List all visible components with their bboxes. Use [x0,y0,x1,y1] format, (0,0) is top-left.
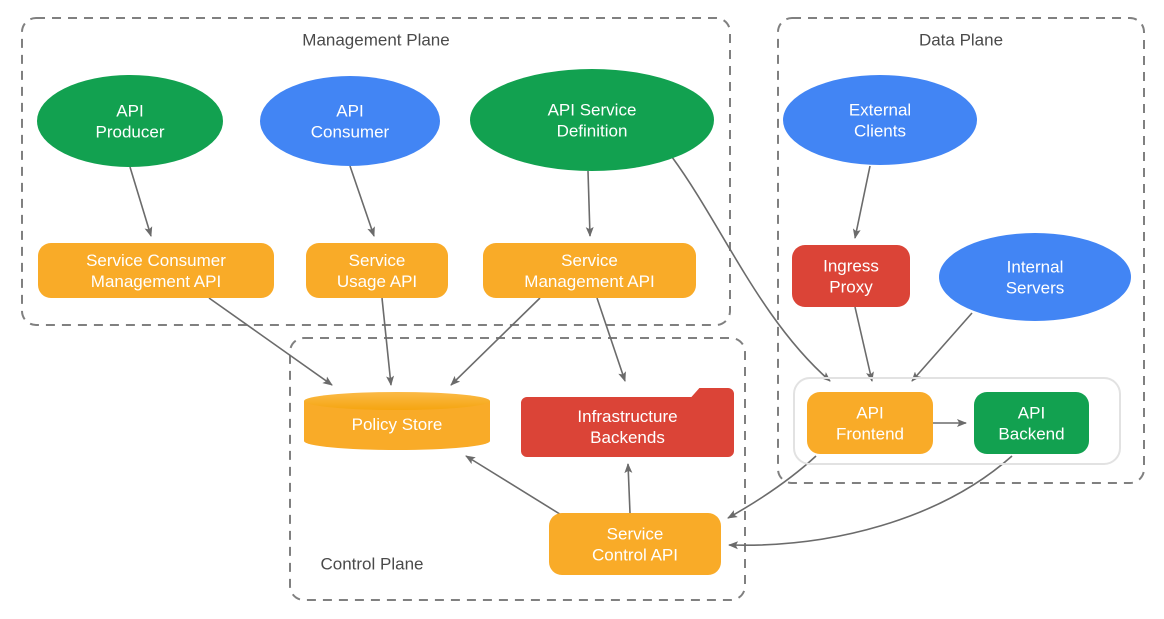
planes-layer [21,17,1145,601]
edge-external-clients-to-ingress-proxy [852,165,871,239]
external-clients-shape[interactable] [783,75,977,165]
api-producer-shape[interactable] [37,75,223,167]
edge-mgmt-api-to-policy-store [450,297,541,386]
ingress-proxy-shape[interactable] [792,245,910,307]
groups-layer [793,377,1121,465]
policy-store[interactable]: Policy Store [304,392,490,450]
policy-store-body[interactable] [304,401,490,450]
service-control-api-shape[interactable] [549,513,721,575]
internal-servers-shape[interactable] [939,233,1131,321]
policy-store-top [304,392,490,410]
edge-consumer-mgmt-api-to-policy-store [208,297,333,386]
edge-consumer-to-usage-api [349,165,375,237]
edge-service-control-api-to-infrastructure-backends [624,463,633,514]
edge-ingress-proxy-to-api-frontend [854,306,874,382]
data-plane-label: Data Plane [919,30,1003,49]
control-plane-label: Control Plane [320,554,423,573]
edges-layer [129,156,1013,550]
edge-internal-servers-to-api-frontend [911,312,973,382]
policy-store-label: Policy Store [352,415,443,434]
edge-service-control-api-to-policy-store [465,455,564,517]
edge-api-frontend-to-service-control-api [727,455,817,519]
data-plane-box [777,17,1145,484]
api-consumer-shape[interactable] [260,76,440,166]
control-plane-box [289,337,746,601]
edge-definition-to-mgmt-api [585,170,594,237]
api-frontend-shape[interactable] [807,392,933,454]
edge-definition-to-api-frontend [671,156,831,382]
api-gateway-group [793,377,1121,465]
edge-mgmt-api-to-infrastructure-backends [596,297,626,382]
infrastructure-backends-shape[interactable] [521,388,734,457]
edge-producer-to-consumer-mgmt-api [129,166,153,237]
management-plane-box [21,17,731,326]
api-backend-shape[interactable] [974,392,1089,454]
service-usage-api-shape[interactable] [306,243,448,298]
api-service-definition-shape[interactable] [470,69,714,171]
edge-api-backend-to-service-control-api [728,455,1013,550]
service-consumer-management-api-shape[interactable] [38,243,274,298]
service-management-api-shape[interactable] [483,243,696,298]
management-plane-label: Management Plane [302,30,449,49]
edge-usage-api-to-policy-store [381,297,395,386]
